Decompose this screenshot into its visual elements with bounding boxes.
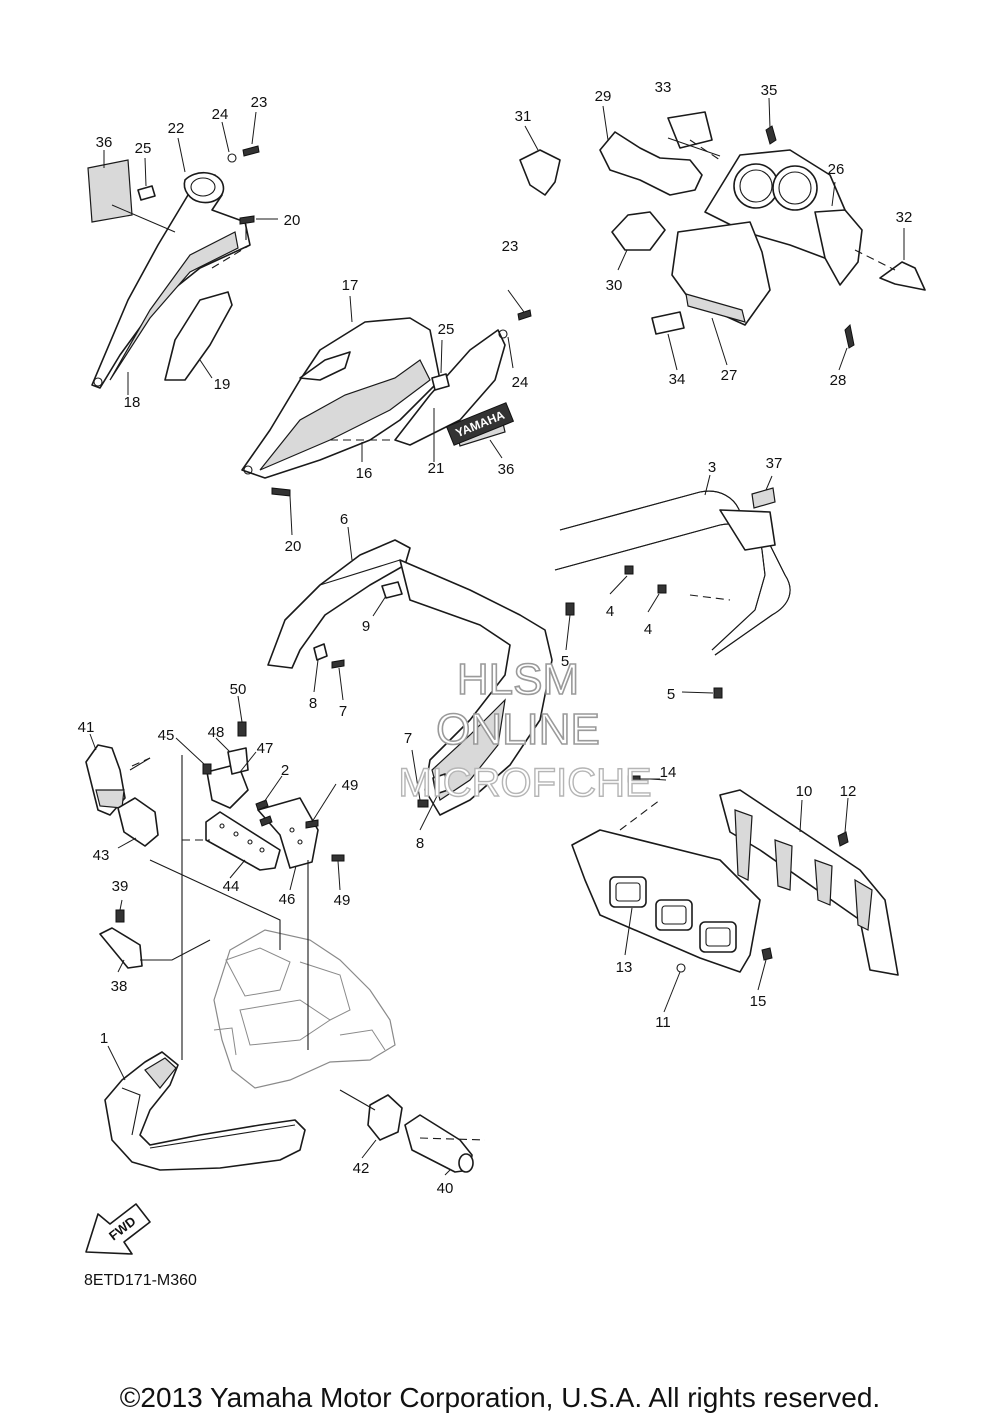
callout-label: 28	[830, 372, 847, 389]
bracket-group	[175, 695, 345, 891]
callout-label: 48	[208, 724, 225, 741]
callout-label: 32	[896, 209, 913, 226]
callout-label: 49	[342, 777, 359, 794]
meter-hood-group	[519, 97, 926, 371]
callout-label: 30	[606, 277, 623, 294]
callout-label: 4	[606, 603, 614, 620]
callout-label: 12	[840, 783, 857, 800]
fwd-arrow: FWD	[85, 1203, 151, 1255]
lower-cowl-group	[267, 526, 553, 831]
side-panel-left-group	[87, 111, 278, 395]
callout-label: 13	[616, 959, 633, 976]
bumper-frame-group	[554, 474, 791, 699]
callout-label: 22	[168, 120, 185, 137]
callout-label: 41	[78, 719, 95, 736]
callout-label: 19	[214, 376, 231, 393]
callout-label: 25	[135, 140, 152, 157]
callout-label: 20	[285, 538, 302, 555]
callout-label: 15	[750, 993, 767, 1010]
callout-label: 5	[561, 653, 569, 670]
callout-label: 35	[761, 82, 778, 99]
callout-label: 25	[438, 321, 455, 338]
callout-label: 49	[334, 892, 351, 909]
watermark-line-3: MICROFICHE	[398, 761, 651, 805]
callout-label: 7	[404, 730, 412, 747]
callout-label: 38	[111, 978, 128, 995]
copyright-notice: ©2013 Yamaha Motor Corporation, U.S.A. A…	[119, 1382, 881, 1413]
callout-label: 43	[93, 847, 110, 864]
callout-label: 18	[124, 394, 141, 411]
callout-label: 10	[796, 783, 813, 800]
callout-label: 27	[721, 367, 738, 384]
callout-label: 29	[595, 88, 612, 105]
callout-label: 45	[158, 727, 175, 744]
callout-labels: 1 2 3 4 4 5 5 6 7 7 8 8 9 10 11 12 13 14…	[78, 79, 913, 1197]
callout-label: 44	[223, 878, 240, 895]
drawing-code: 8ETD171-M360	[84, 1272, 197, 1289]
callout-label: 24	[212, 106, 229, 123]
callout-label: 47	[257, 740, 274, 757]
callout-label: 50	[230, 681, 247, 698]
callout-label: 1	[100, 1030, 108, 1047]
callout-label: 20	[284, 212, 301, 229]
callout-label: 17	[342, 277, 359, 294]
callout-label: 21	[428, 460, 445, 477]
center-cowl-group	[241, 289, 532, 536]
callout-label: 37	[766, 455, 783, 472]
callout-label: 23	[502, 238, 519, 255]
front-bumper-group	[104, 1045, 306, 1171]
callout-label: 8	[416, 835, 424, 852]
connection-lines	[131, 755, 486, 1141]
callout-label: 36	[498, 461, 515, 478]
callout-label: 24	[512, 374, 529, 391]
callout-label: 39	[112, 878, 129, 895]
callout-label: 31	[515, 108, 532, 125]
right-light-group	[361, 1094, 474, 1176]
callout-label: 11	[655, 1014, 671, 1031]
callout-label: 6	[340, 511, 348, 528]
callout-label: 26	[828, 161, 845, 178]
callout-label: 2	[281, 762, 289, 779]
watermark-line-1: HLSM	[457, 655, 579, 704]
callout-label: 46	[279, 891, 296, 908]
callout-label: 40	[437, 1180, 454, 1197]
callout-label: 14	[660, 764, 677, 781]
watermark: HLSM ONLINE MICROFICHE	[398, 654, 653, 806]
callout-label: 36	[96, 134, 113, 151]
left-light-group	[85, 733, 159, 973]
callout-label: 33	[655, 79, 672, 96]
callout-label: 5	[667, 686, 675, 703]
callout-label: 3	[708, 459, 716, 476]
callout-label: 8	[309, 695, 317, 712]
callout-label: 23	[251, 94, 268, 111]
callout-label: 7	[339, 703, 347, 720]
chassis-frame	[213, 929, 396, 1089]
callout-label: 9	[362, 618, 370, 635]
watermark-line-2: ONLINE	[436, 705, 600, 754]
callout-label: 16	[356, 465, 373, 482]
callout-label: 4	[644, 621, 652, 638]
callout-label: 34	[669, 371, 686, 388]
callout-label: 42	[353, 1160, 370, 1177]
rear-shield-group	[571, 775, 899, 1013]
